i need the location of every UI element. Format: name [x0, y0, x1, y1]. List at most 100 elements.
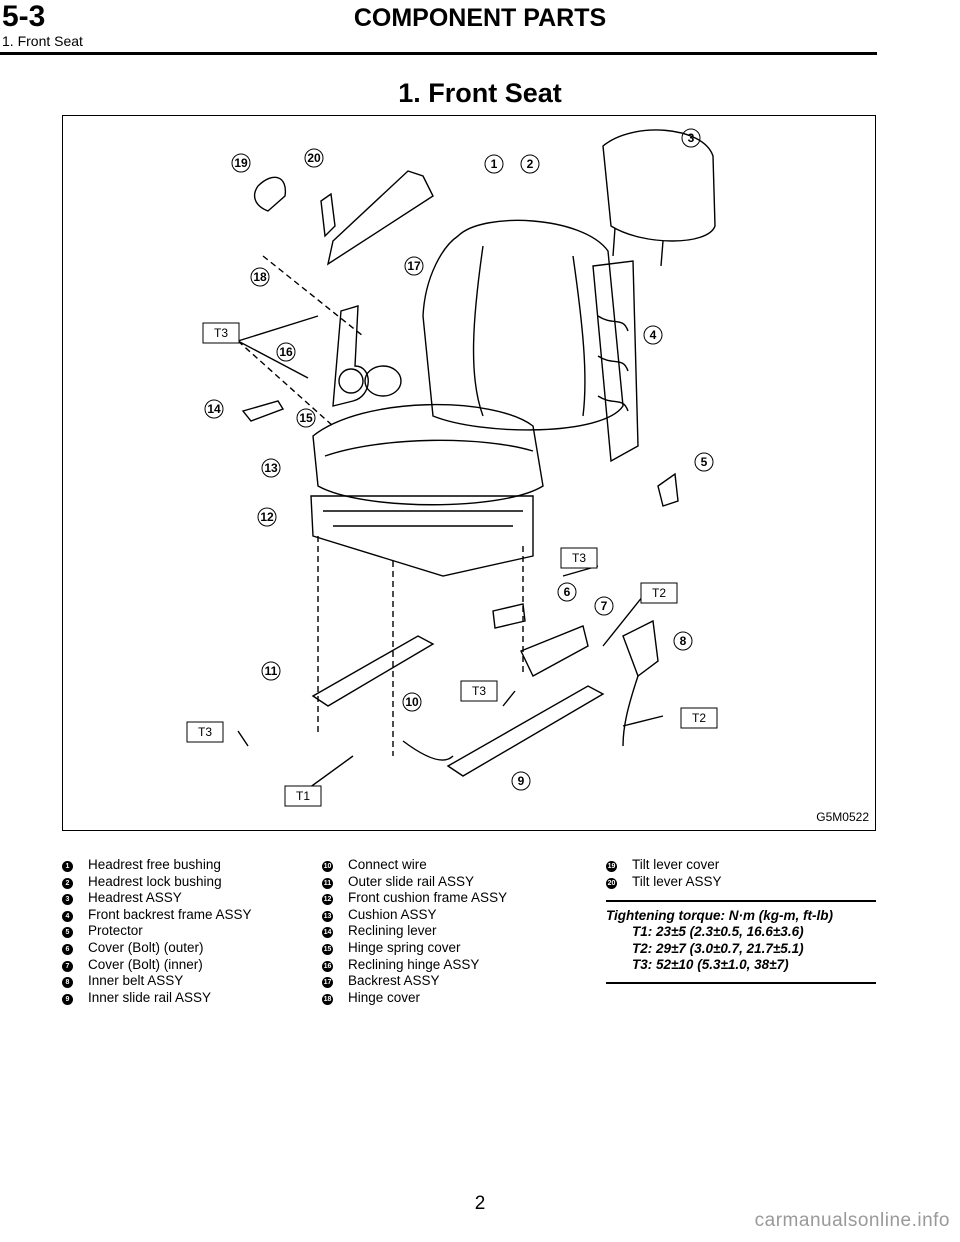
- callout-18: 18: [250, 267, 270, 287]
- callout-4: 4: [643, 325, 663, 345]
- seat-illustration: T3 T3 T2 T3 T2 T3 T1 1 2 3 4 5 6 7 8 9 1…: [186, 128, 718, 807]
- torque-tag-t2-b: [680, 707, 718, 729]
- tilt-lever-drawing: [320, 192, 336, 238]
- headrest-drawing: [602, 129, 716, 242]
- torque-tag-label: T1: [296, 789, 310, 803]
- torque-tag-t3-c: [460, 680, 498, 702]
- svg-text:20: 20: [307, 151, 321, 165]
- callout-15: 15: [296, 408, 316, 428]
- callout-17: 17: [404, 256, 424, 276]
- svg-text:4: 4: [650, 328, 657, 342]
- svg-text:5: 5: [701, 455, 708, 469]
- callout-19: 19: [231, 153, 251, 173]
- protector-drawing: [657, 472, 679, 507]
- callout-3: 3: [681, 128, 701, 148]
- watermark: carmanualsonline.info: [754, 1210, 950, 1231]
- reclining-hinge-drawing: [332, 305, 369, 407]
- cushion-frame-drawing: [310, 495, 534, 577]
- torque-tag-t3-a: [202, 322, 240, 344]
- reclining-lever-drawing: [241, 400, 285, 422]
- page-number: 2: [474, 1193, 486, 1214]
- callout-1: 1: [484, 154, 504, 174]
- callout-20: 20: [304, 148, 324, 168]
- svg-text:9: 9: [518, 774, 525, 788]
- callout-8: 8: [673, 631, 693, 651]
- svg-text:2: 2: [527, 157, 534, 171]
- callout-13: 13: [261, 458, 281, 478]
- torque-heading: Tightening torque: N·m (kg-m, ft-lb): [606, 908, 833, 923]
- torque-tag-label: T3: [214, 326, 228, 340]
- torque-tag-label: T2: [652, 586, 666, 600]
- svg-text:18: 18: [253, 270, 267, 284]
- torque-t2: T2: 29±7 (3.0±0.7, 21.7±5.1): [632, 940, 804, 956]
- svg-text:15: 15: [299, 411, 313, 425]
- tightening-torque-box: Tightening torque: N·m (kg-m, ft-lb) T1:…: [606, 900, 876, 984]
- outer-slide-rail-drawing: [311, 635, 435, 707]
- svg-text:1: 1: [491, 157, 498, 171]
- torque-t1: T1: 23±5 (2.3±0.5, 16.6±3.6): [632, 924, 804, 940]
- callout-12: 12: [257, 507, 277, 527]
- hinge-cover-drawing: [326, 170, 434, 266]
- header-rule: [0, 52, 877, 55]
- svg-text:7: 7: [601, 599, 608, 613]
- callout-11: 11: [261, 661, 281, 681]
- svg-text:13: 13: [264, 461, 278, 475]
- torque-tag-t3-b: [560, 547, 598, 569]
- svg-text:16: 16: [279, 345, 293, 359]
- svg-text:12: 12: [260, 510, 274, 524]
- svg-text:14: 14: [207, 402, 221, 416]
- torque-tag-t2-a: [640, 582, 678, 604]
- cushion-drawing: [312, 403, 544, 506]
- torque-tag-label: T2: [692, 711, 706, 725]
- callout-9: 9: [511, 771, 531, 791]
- callout-6: 6: [557, 582, 577, 602]
- callout-16: 16: [276, 342, 296, 362]
- section-title: COMPONENT PARTS: [353, 4, 607, 32]
- callout-14: 14: [204, 399, 224, 419]
- svg-text:3: 3: [688, 131, 695, 145]
- subsection-label: 1. Front Seat: [2, 33, 83, 49]
- section-code: 5-3: [2, 0, 46, 33]
- inner-belt-drawing: [622, 619, 659, 678]
- inner-slide-rail-drawing: [446, 685, 605, 777]
- torque-tag-label: T3: [472, 684, 486, 698]
- torque-tag-t3-d: [186, 721, 224, 743]
- svg-text:19: 19: [234, 156, 248, 170]
- callout-10: 10: [402, 692, 422, 712]
- exploded-diagram: T3 T3 T2 T3 T2 T3 T1 1 2 3 4 5 6 7 8 9 1…: [62, 115, 876, 831]
- figure-id: G5M0522: [816, 810, 869, 824]
- torque-tag-label: T3: [572, 551, 586, 565]
- torque-tag-t1: [284, 785, 322, 807]
- bolt-cover-inner-drawing: [520, 625, 589, 677]
- callout-7: 7: [594, 596, 614, 616]
- backrest-drawing: [422, 219, 624, 431]
- svg-text:8: 8: [680, 634, 687, 648]
- tilt-lever-cover-drawing: [253, 176, 287, 212]
- torque-t3: T3: 52±10 (5.3±1.0, 38±7): [632, 957, 789, 973]
- svg-text:17: 17: [407, 259, 421, 273]
- page-title: 1. Front Seat: [398, 78, 562, 108]
- callout-5: 5: [694, 452, 714, 472]
- callout-2: 2: [520, 154, 540, 174]
- bolt-cover-outer-drawing: [492, 603, 526, 629]
